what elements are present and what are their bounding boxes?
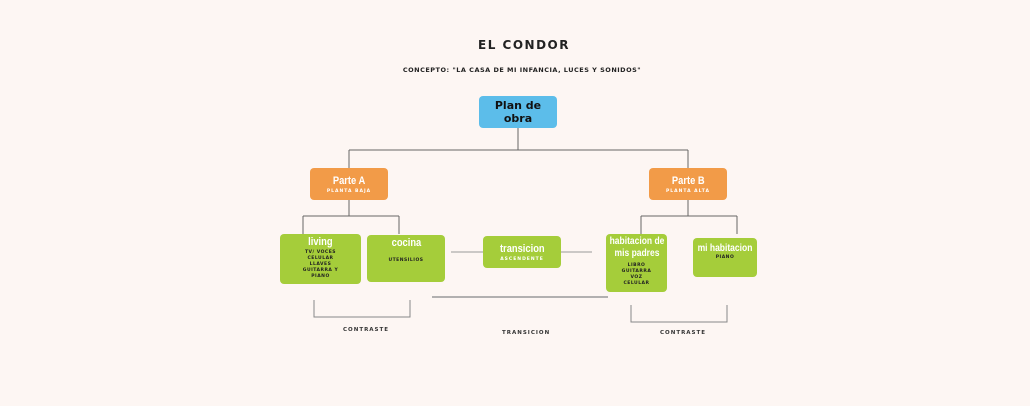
item: TV/ VOCES xyxy=(304,250,337,255)
node-living: living TV/ VOCES CELULAR LLAVES GUITARRA… xyxy=(280,234,361,284)
item: UTENSILIOS xyxy=(388,258,424,263)
item: CELULAR xyxy=(307,256,334,261)
node-title: living xyxy=(308,236,333,248)
item: GUITARRA Y xyxy=(302,268,339,273)
node-subtitle: PLANTA ALTA xyxy=(666,188,710,194)
label-contraste-left: CONTRASTE xyxy=(343,327,390,333)
node-habitacion-padres: habitacion de mis padres LIBRO GUITARRA … xyxy=(606,234,667,292)
part-a-connector xyxy=(302,200,400,234)
part-b-connector xyxy=(640,200,738,234)
contrast-bracket-right xyxy=(630,305,728,323)
root-connector xyxy=(348,128,689,168)
node-title: mi habitacion xyxy=(697,243,753,254)
item: GUITARRA xyxy=(621,269,652,274)
node-plan-de-obra: Plan de obra xyxy=(479,96,557,128)
label-transicion: TRANSICION xyxy=(502,330,551,336)
item: VOZ xyxy=(630,275,643,280)
node-subtitle: ASCENDENTE xyxy=(500,256,544,262)
node-title: transicion xyxy=(499,242,545,255)
node-title: cocina xyxy=(391,237,421,249)
node-transicion: transicion ASCENDENTE xyxy=(483,236,561,268)
node-subtitle: PLANTA BAJA xyxy=(326,188,372,194)
node-title: Parte B xyxy=(671,174,705,187)
concept-subtitle: CONCEPTO: "LA CASA DE MI INFANCIA, LUCES… xyxy=(402,66,642,74)
item: PIANO xyxy=(715,255,735,260)
node-mi-habitacion: mi habitacion PIANO xyxy=(693,238,757,277)
node-title: habitacion de mis padres xyxy=(609,236,664,259)
node-title: Plan de obra xyxy=(494,99,542,125)
diagram-title: EL CONDOR xyxy=(478,38,570,52)
node-parte-b: Parte B PLANTA ALTA xyxy=(649,168,727,200)
contrast-bracket-left xyxy=(313,300,411,318)
node-cocina: cocina UTENSILIOS xyxy=(367,235,445,282)
label-contraste-right: CONTRASTE xyxy=(660,330,707,336)
item: LLAVES xyxy=(309,262,332,267)
node-parte-a: Parte A PLANTA BAJA xyxy=(310,168,388,200)
item: CELULAR xyxy=(623,281,650,286)
node-title: Parte A xyxy=(332,174,366,187)
item: PIANO xyxy=(311,274,330,279)
item: LIBRO xyxy=(627,263,646,268)
